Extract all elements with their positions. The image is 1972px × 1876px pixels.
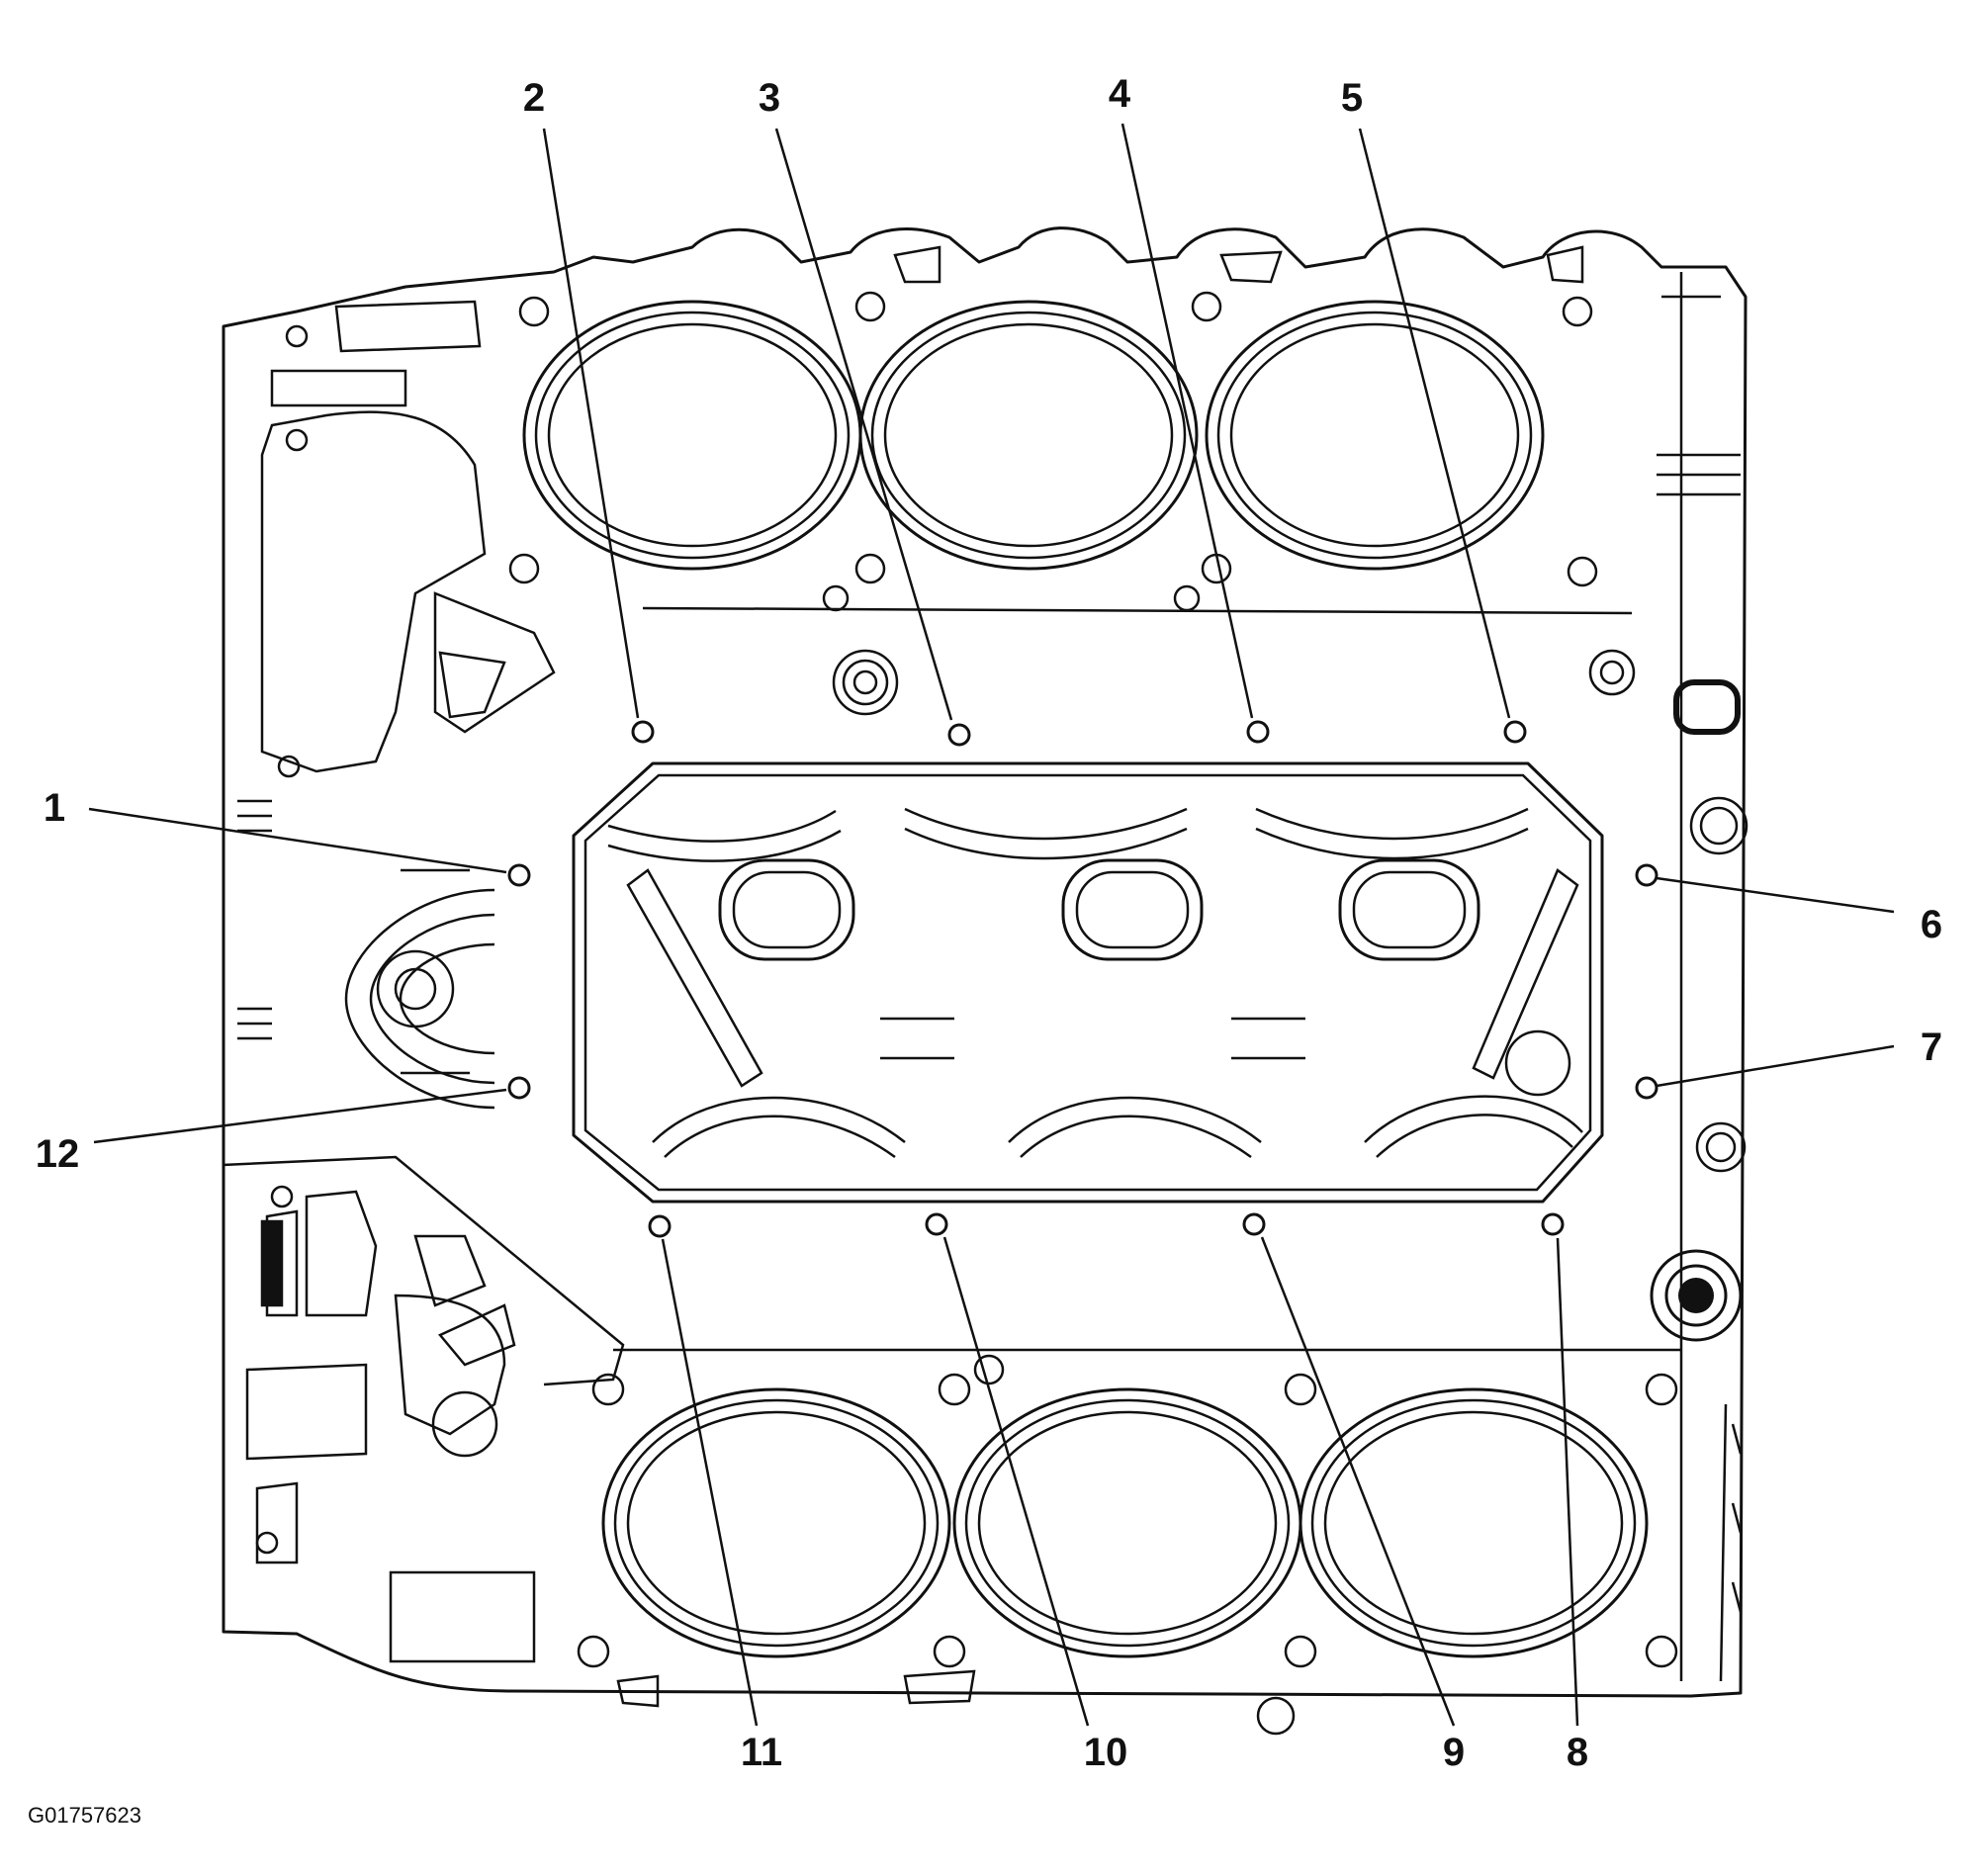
bolt-9 — [1242, 1212, 1266, 1236]
leader-10 — [942, 1236, 1090, 1727]
callout-labels: 1 2 3 4 5 6 7 8 9 10 11 12 — [36, 72, 1942, 1774]
bolt-7 — [1635, 1076, 1658, 1100]
callout-5: 5 — [1341, 76, 1363, 120]
bolt-10 — [925, 1212, 948, 1236]
leader-12 — [93, 1088, 507, 1144]
bolt-2 — [631, 720, 655, 744]
bolt-5 — [1503, 720, 1527, 744]
bolt-1 — [507, 863, 531, 887]
leader-3 — [774, 128, 953, 721]
leader-7 — [1656, 1044, 1895, 1088]
leader-6 — [1656, 876, 1895, 914]
bolt-12 — [507, 1076, 531, 1100]
callout-9: 9 — [1443, 1731, 1465, 1774]
central-crankcase-section — [572, 761, 1748, 1342]
bolt-3 — [947, 723, 971, 747]
leader-lines — [88, 123, 1895, 1727]
leader-11 — [661, 1238, 759, 1727]
lower-left-passages — [222, 1155, 625, 1663]
figure-code: G01757623 — [28, 1803, 141, 1828]
leader-1 — [88, 807, 507, 874]
engine-block-outline — [222, 226, 1748, 1698]
left-side-passages — [260, 300, 556, 1110]
callout-7: 7 — [1921, 1026, 1942, 1069]
bolt-11 — [648, 1214, 672, 1238]
bolt-locations — [507, 720, 1658, 1238]
bolt-4 — [1246, 720, 1270, 744]
callout-1: 1 — [44, 786, 65, 830]
leader-9 — [1260, 1236, 1456, 1727]
callout-8: 8 — [1567, 1731, 1588, 1774]
callout-2: 2 — [523, 76, 545, 120]
leader-4 — [1120, 123, 1254, 719]
callout-6: 6 — [1921, 903, 1942, 946]
callout-10: 10 — [1084, 1731, 1128, 1774]
leader-5 — [1358, 128, 1511, 719]
upper-cylinder-bank — [508, 245, 1741, 735]
callout-12: 12 — [36, 1132, 80, 1176]
callout-11: 11 — [741, 1731, 782, 1774]
bolt-8 — [1541, 1212, 1565, 1236]
callout-3: 3 — [759, 76, 780, 120]
leader-8 — [1556, 1237, 1579, 1727]
callout-4: 4 — [1109, 72, 1131, 116]
lower-cylinder-bank — [577, 1348, 1743, 1736]
leader-2 — [542, 128, 640, 719]
bolt-6 — [1635, 863, 1658, 887]
